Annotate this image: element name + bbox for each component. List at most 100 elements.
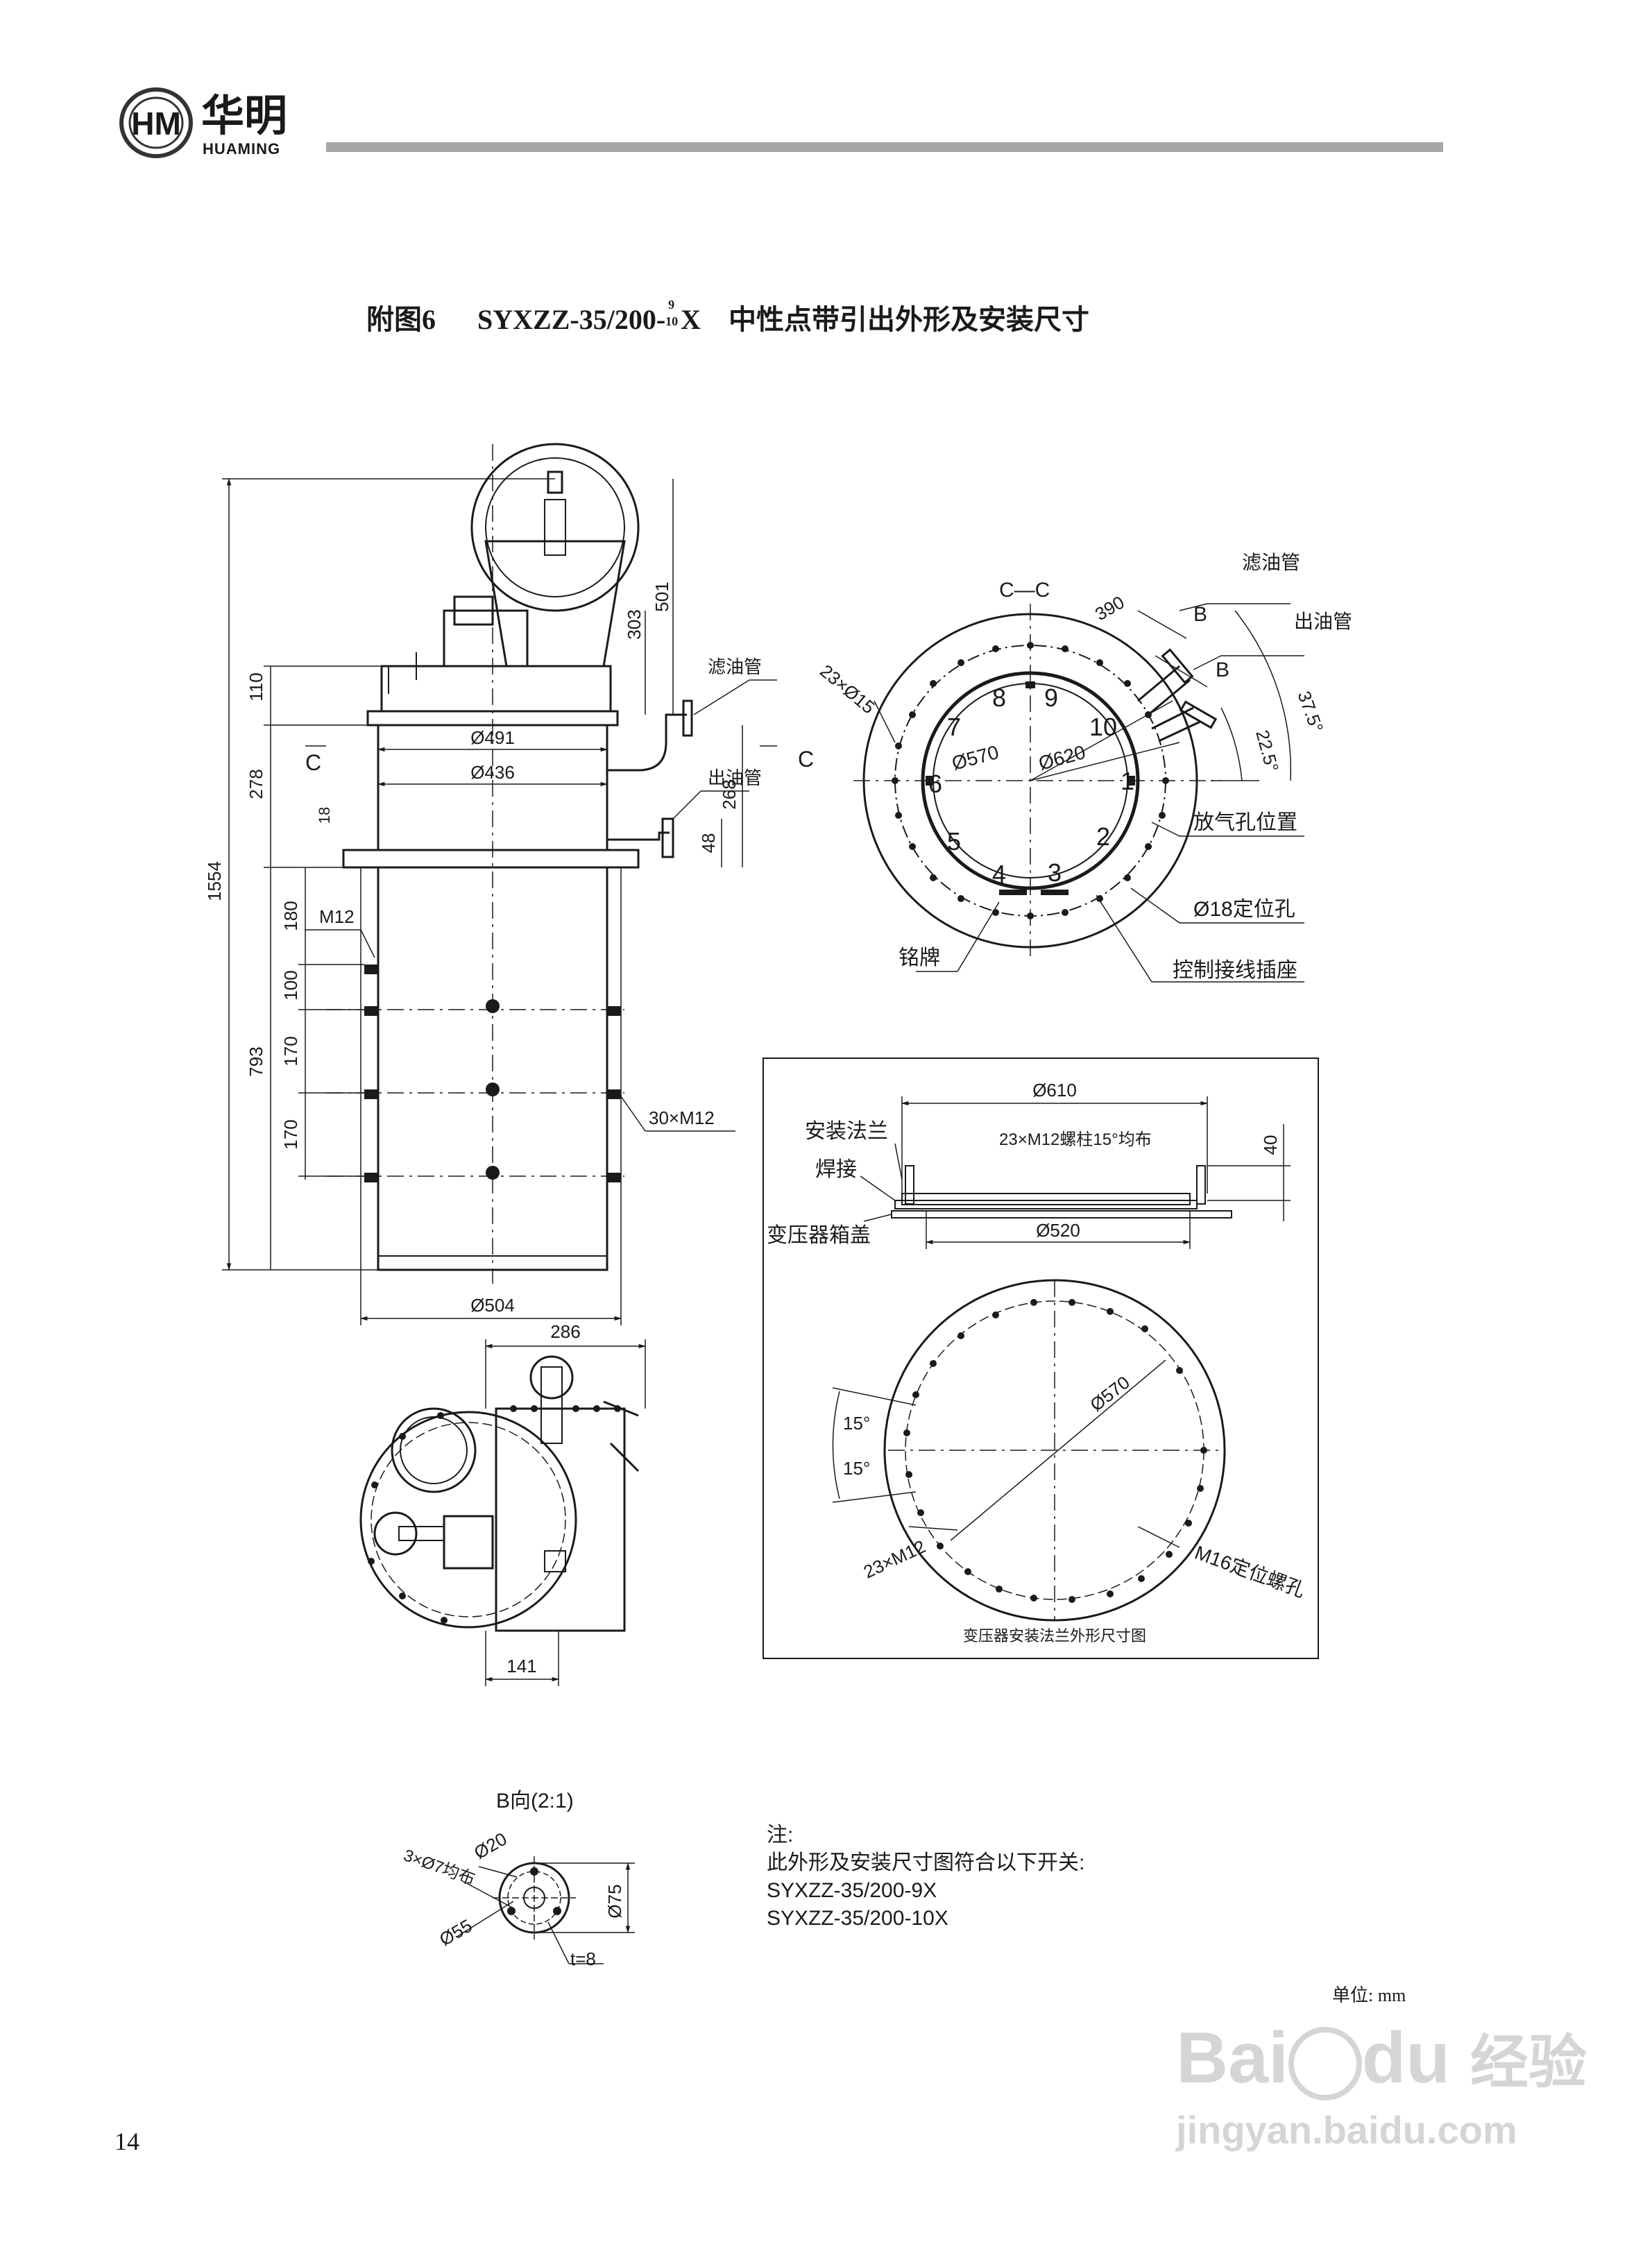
angle-225: 22.5° bbox=[1252, 728, 1283, 774]
notes-heading: 注: bbox=[767, 1824, 794, 1846]
section-mark-left: C bbox=[305, 750, 321, 775]
figure-number: 附图6 bbox=[366, 304, 436, 335]
b-view-labels: B向(2:1) Ø20 3×Ø7均布 Ø55 Ø75 t=8 bbox=[401, 1790, 625, 1969]
notes-line-3: SYXZZ-35/200-10X bbox=[767, 1907, 948, 1930]
watermark-url: jingyan.baidu.com bbox=[1176, 2107, 1517, 2152]
dim-40: 40 bbox=[1260, 1135, 1281, 1155]
figure-description: 中性点带引出外形及安装尺寸 bbox=[729, 304, 1090, 335]
top-view bbox=[359, 1339, 647, 1686]
tank-cover-label: 变压器箱盖 bbox=[767, 1224, 871, 1247]
dim-303: 303 bbox=[624, 609, 645, 639]
b-dia-75: Ø75 bbox=[604, 1884, 625, 1918]
brand-logo-emblem: HM 华明 HUAMING bbox=[119, 87, 287, 158]
motor-box bbox=[443, 609, 529, 668]
flange-caption: 变压器安装法兰外形尺寸图 bbox=[963, 1627, 1146, 1645]
dim-100: 100 bbox=[280, 970, 301, 1000]
cc-dia-620: Ø620 bbox=[1037, 741, 1088, 774]
watermark-brand-2: du bbox=[1361, 2018, 1450, 2098]
dim-180: 180 bbox=[280, 901, 301, 931]
page-number: 14 bbox=[114, 2128, 139, 2155]
flange-panel-frame bbox=[763, 1058, 1319, 1659]
num-10: 10 bbox=[1089, 713, 1117, 741]
section-mark-right: C bbox=[798, 747, 814, 772]
num-1: 1 bbox=[1121, 767, 1134, 795]
top-view-labels: 286 141 bbox=[506, 1321, 580, 1676]
b-dia-20: Ø20 bbox=[470, 1828, 511, 1864]
header-rule bbox=[326, 142, 1443, 152]
flange-dia-570: Ø570 bbox=[1086, 1372, 1134, 1416]
brand-name-cn: 华明 bbox=[201, 92, 287, 140]
bolts-label: 30×M12 bbox=[649, 1107, 715, 1128]
dia-610: Ø610 bbox=[1032, 1080, 1077, 1101]
mount-flange-label: 安装法兰 bbox=[805, 1120, 888, 1143]
front-view bbox=[222, 443, 777, 1325]
dia-436: Ø436 bbox=[470, 762, 515, 783]
outlet-pipe-label: 出油管 bbox=[708, 767, 762, 788]
filter-pipe-label: 滤油管 bbox=[708, 656, 762, 677]
cc-filter-pipe: 滤油管 bbox=[1242, 552, 1300, 573]
weld-label: 焊接 bbox=[815, 1158, 857, 1181]
num-5: 5 bbox=[947, 827, 961, 856]
brand-logo: HM 华明 HUAMING bbox=[118, 85, 319, 161]
cc-outlet-pipe: 出油管 bbox=[1294, 611, 1352, 632]
nameplate-label: 铭牌 bbox=[899, 946, 940, 969]
unit-label: 单位: mm bbox=[1332, 1985, 1406, 2005]
logo-letters: HM bbox=[131, 105, 181, 142]
num-8: 8 bbox=[992, 683, 1006, 712]
dim-141: 141 bbox=[506, 1656, 536, 1676]
b-view-title: B向(2:1) bbox=[496, 1790, 574, 1812]
dia-491: Ø491 bbox=[470, 727, 515, 748]
b-holes: 3×Ø7均布 bbox=[401, 1846, 477, 1889]
b-dia-55: Ø55 bbox=[436, 1915, 476, 1951]
front-view-labels: 1554 501 303 110 278 18 180 100 170 170 … bbox=[204, 581, 814, 1316]
model-name: SYXZZ-35/200- bbox=[477, 304, 666, 335]
b-thickness: t=8 bbox=[570, 1948, 596, 1969]
holes-m12: 23×M12 bbox=[860, 1536, 928, 1582]
dim-18: 18 bbox=[316, 807, 333, 824]
dim-48: 48 bbox=[698, 833, 719, 854]
flange-panel bbox=[763, 1058, 1319, 1659]
num-4: 4 bbox=[992, 860, 1006, 888]
angle-15b: 15° bbox=[843, 1458, 870, 1479]
cc-dia-570: Ø570 bbox=[950, 741, 1001, 774]
angle-15a: 15° bbox=[843, 1413, 870, 1434]
model-frac-top: 9 bbox=[668, 297, 675, 312]
holes-23: 23×Ø15 bbox=[816, 661, 879, 718]
dim-390: 390 bbox=[1091, 592, 1128, 625]
dim-793: 793 bbox=[246, 1046, 266, 1076]
dim-170a: 170 bbox=[280, 1036, 301, 1066]
flange-panel-labels: Ø610 安装法兰 焊接 23×M12螺柱15°均布 40 变压器箱盖 Ø520… bbox=[767, 1080, 1308, 1645]
m16-label: M16定位螺孔 bbox=[1192, 1542, 1308, 1602]
dia-504: Ø504 bbox=[470, 1295, 515, 1316]
watermark-cn: 经验 bbox=[1470, 2030, 1587, 2095]
dia-520: Ø520 bbox=[1036, 1220, 1080, 1241]
num-3: 3 bbox=[1048, 858, 1062, 887]
num-6: 6 bbox=[928, 770, 942, 798]
vent-label: 放气孔位置 bbox=[1193, 811, 1297, 834]
model-frac-bottom: 10 bbox=[665, 314, 679, 328]
model-suffix: X bbox=[681, 304, 701, 335]
angle-375: 37.5° bbox=[1293, 688, 1327, 736]
num-7: 7 bbox=[947, 713, 961, 741]
mounting-flange bbox=[342, 849, 640, 869]
notes-line-1: 此外形及安装尺寸图符合以下开关: bbox=[767, 1851, 1085, 1874]
brand-name-en: HUAMING bbox=[203, 140, 280, 158]
b-view bbox=[457, 1856, 635, 1964]
dim-501: 501 bbox=[652, 581, 672, 611]
dim-286: 286 bbox=[550, 1321, 580, 1342]
socket-label: 控制接线插座 bbox=[1173, 959, 1297, 982]
notes-line-2: SYXZZ-35/200-9X bbox=[767, 1879, 937, 1902]
watermark-paw-icon bbox=[1288, 2026, 1362, 2100]
dim-278: 278 bbox=[246, 769, 266, 799]
section-cc-view bbox=[853, 603, 1304, 983]
label-b2: B bbox=[1216, 659, 1229, 681]
notes-block: 注: 此外形及安装尺寸图符合以下开关: SYXZZ-35/200-9X SYXZ… bbox=[767, 1821, 1084, 1933]
inspection-window bbox=[470, 443, 640, 612]
studs-label: 23×M12螺柱15°均布 bbox=[999, 1130, 1152, 1149]
section-title: C—C bbox=[999, 579, 1050, 602]
num-2: 2 bbox=[1096, 822, 1110, 851]
dim-170b: 170 bbox=[280, 1119, 301, 1149]
dim-268: 268 bbox=[719, 779, 740, 809]
